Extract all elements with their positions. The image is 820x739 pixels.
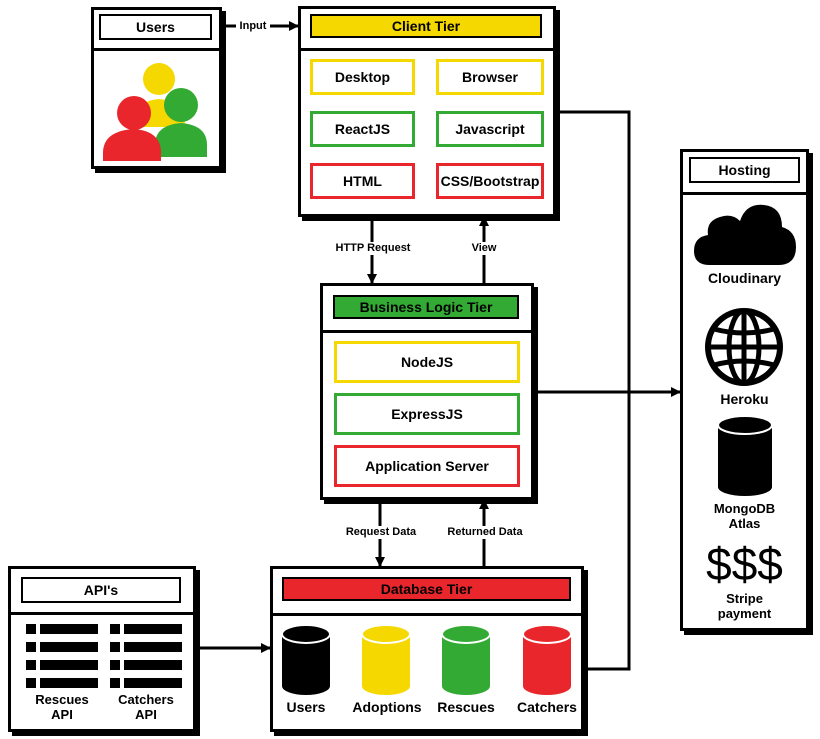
globe-icon — [705, 308, 783, 386]
catchers-api-list-icon — [110, 624, 182, 688]
stripe-payment-label: Stripe payment — [717, 591, 772, 621]
client-tier-panel: Client Tier Desktop Browser ReactJS Java… — [298, 6, 556, 217]
database-users-icon — [281, 624, 331, 695]
database-catchers-label: Catchers — [517, 699, 577, 715]
tech-expressjs: ExpressJS — [334, 393, 520, 435]
apis-title: API's — [21, 577, 181, 603]
view-label: View — [466, 242, 502, 255]
tech-css-bootstrap: CSS/Bootstrap — [436, 163, 544, 199]
database-divider — [270, 613, 584, 616]
hosting-title: Hosting — [689, 157, 800, 183]
business-tier-title: Business Logic Tier — [333, 295, 519, 319]
database-rescues-icon — [441, 624, 491, 695]
business-divider — [320, 330, 534, 333]
database-tier-panel: Database Tier Users Adoptions Rescues Ca… — [270, 566, 584, 732]
tech-javascript: Javascript — [436, 111, 544, 147]
database-tier-title: Database Tier — [282, 577, 571, 601]
database-users-label: Users — [286, 699, 326, 715]
rescues-api-list-icon — [26, 624, 98, 688]
tech-html: HTML — [310, 163, 415, 199]
users-divider — [91, 48, 222, 51]
database-adoptions-label: Adoptions — [352, 699, 422, 715]
apis-panel: API's Rescues API Catchers API — [8, 566, 196, 732]
tech-browser: Browser — [436, 59, 544, 95]
http-request-label: HTTP Request — [325, 242, 421, 255]
business-tier-panel: Business Logic Tier NodeJS ExpressJS App… — [320, 283, 534, 500]
apis-divider — [8, 612, 196, 615]
users-panel: Users — [91, 7, 222, 169]
hosting-divider — [680, 192, 809, 195]
client-divider — [298, 48, 556, 51]
input-label: Input — [236, 20, 270, 33]
rescues-api-label: Rescues API — [35, 692, 89, 722]
dollar-icon: $$$ — [706, 538, 783, 590]
mongodb-atlas-label: MongoDB Atlas — [713, 501, 776, 531]
cloudinary-label: Cloudinary — [707, 270, 782, 286]
database-rescues-label: Rescues — [437, 699, 495, 715]
users-title: Users — [99, 14, 212, 40]
hosting-panel: Hosting Cloudinary Heroku MongoDB Atlas … — [680, 149, 809, 631]
heroku-label: Heroku — [720, 391, 769, 407]
tech-desktop: Desktop — [310, 59, 415, 95]
people-group-icon — [103, 63, 207, 161]
mongodb-database-icon — [717, 415, 773, 496]
tech-application-server: Application Server — [334, 445, 520, 487]
tech-nodejs: NodeJS — [334, 341, 520, 383]
catchers-api-label: Catchers API — [118, 692, 174, 722]
request-data-label: Request Data — [336, 526, 426, 539]
tech-reactjs: ReactJS — [310, 111, 415, 147]
client-tier-title: Client Tier — [310, 14, 542, 38]
database-adoptions-icon — [361, 624, 411, 695]
database-catchers-icon — [522, 624, 572, 695]
returned-data-label: Returned Data — [440, 526, 530, 539]
cloud-icon — [694, 204, 796, 265]
